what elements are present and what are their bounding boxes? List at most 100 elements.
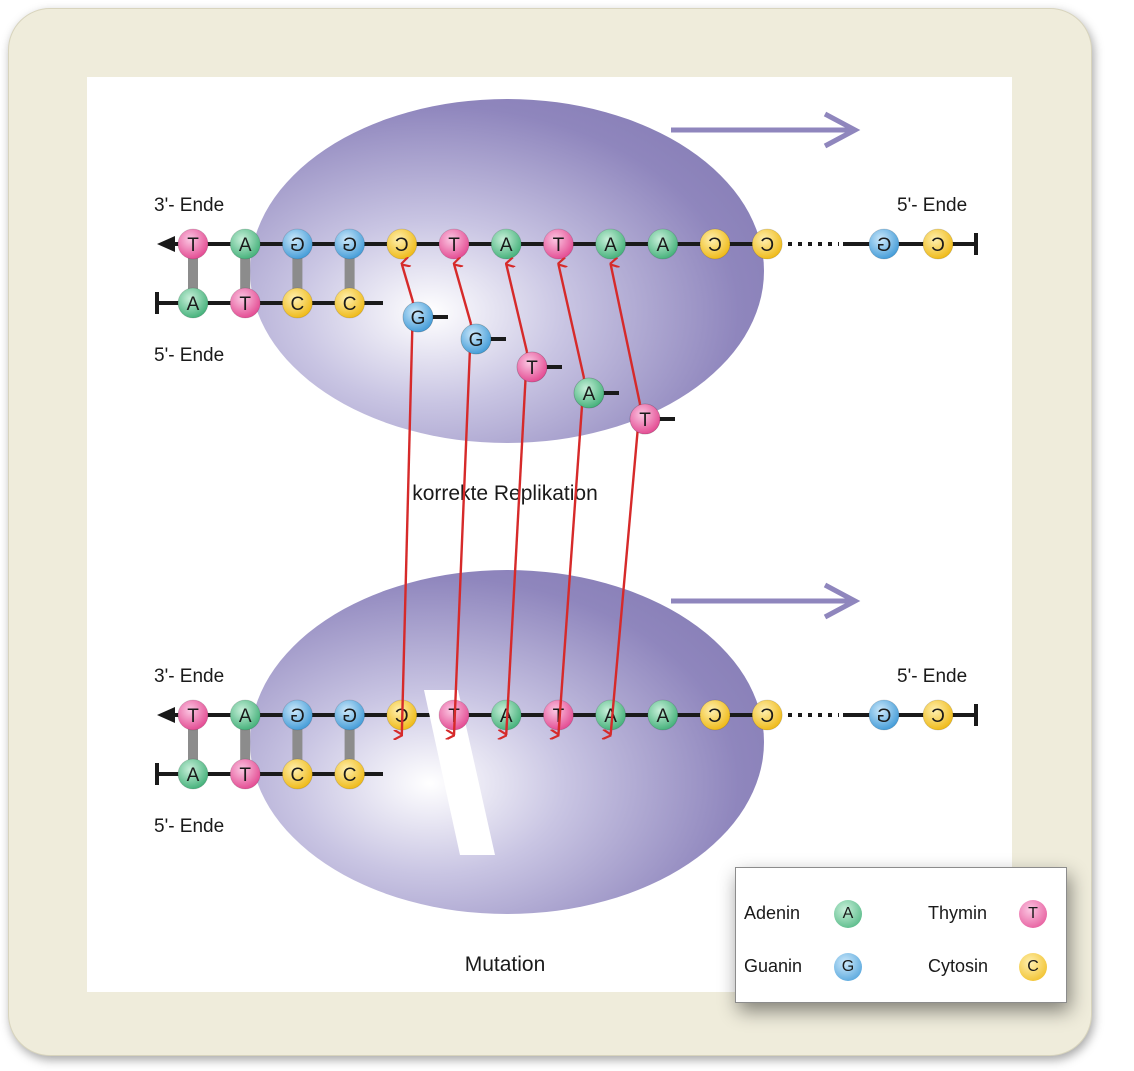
template-thymin-nucleotide: T [177,228,209,260]
direction-arrow-head [823,582,861,620]
panel-caption: Mutation [465,953,546,976]
template-guanin-nucleotide-letter: G [342,235,357,256]
legend-label-cytosin: Cytosin [928,956,989,976]
direction-arrow-head [823,111,861,149]
strand-arrow-tip [157,707,175,723]
base-pair-bond [344,258,355,289]
template-cytosin-nucleotide: C [699,228,731,260]
adenin-icon: A [834,900,862,928]
base-pair-bond [240,258,251,289]
base-pair-bond [344,729,355,760]
paired-cytosin-nucleotide-letter: C [291,294,305,315]
paired-adenin-nucleotide-letter: A [187,765,200,786]
incoming-guanin-nucleotide: G [460,323,492,355]
template-cytosin-nucleotide-letter: C [708,706,722,727]
incoming-adenin-nucleotide: A [573,377,605,409]
paired-cytosin-nucleotide-letter: C [343,765,357,786]
base-pair-bond [240,729,251,760]
paired-cytosin-nucleotide-letter: C [343,294,357,315]
paired-thymin-nucleotide: T [229,758,261,790]
pairing-arrow [402,264,415,303]
guanin-icon: G [834,953,862,981]
template-adenin-nucleotide: A [595,228,626,260]
label-5prime-end-right: 5'- Ende [897,195,967,216]
template-adenin-nucleotide: A [647,228,679,260]
strand-arrow-tip [157,236,175,252]
template-guanin-nucleotide: G [868,228,900,260]
template-adenin-nucleotide: A [647,699,679,731]
paired-cytosin-nucleotide: C [281,287,313,319]
template-cytosin-nucleotide-letter: C [760,235,774,256]
label-5prime-end-right: 5'- Ende [897,666,967,687]
template-adenin-nucleotide-letter: A [656,235,669,256]
thymin-icon: T [1019,900,1047,928]
pairing-arrow [558,377,586,735]
template-adenin-nucleotide-letter: A [500,235,513,256]
template-cytosin-nucleotide-letter: C [931,706,945,727]
paired-cytosin-nucleotide: C [334,758,366,790]
incoming-guanin-nucleotide-letter: G [469,330,484,351]
template-thymin-nucleotide-letter: T [187,706,199,727]
base-pair-bond [188,258,198,289]
template-cytosin-nucleotide: C [699,699,731,731]
base-pair-bond [188,729,198,760]
template-cytosin-nucleotide-letter: C [931,235,945,256]
paired-cytosin-nucleotide: C [281,758,313,790]
pairing-arrow [506,264,529,353]
label-5prime-end-bottom: 5'- Ende [154,345,224,366]
paired-cytosin-nucleotide: C [334,287,366,319]
template-adenin-nucleotide: A [229,228,261,260]
template-cytosin-nucleotide: C [751,699,783,731]
pairing-arrow [506,351,529,735]
template-cytosin-nucleotide: C [922,228,954,260]
mismatch-highlight [424,690,495,855]
cytosin-icon: C [1019,953,1047,981]
template-guanin-nucleotide: G [868,699,900,731]
pairing-arrow [611,264,642,405]
template-adenin-nucleotide-letter: A [239,706,252,727]
incoming-guanin-nucleotide-letter: G [411,308,426,329]
paired-adenin-nucleotide: A [177,287,209,319]
template-cytosin-nucleotide: C [386,228,418,260]
legend: Adenin A Thymin T Guanin G Cytosin C [735,867,1067,1003]
template-cytosin-nucleotide-letter: C [760,706,774,727]
template-adenin-nucleotide-letter: A [239,235,252,256]
incoming-thymin-nucleotide-letter: T [639,410,651,431]
base-pair-bond [292,729,303,760]
label-3prime-end: 3'- Ende [154,666,224,687]
template-adenin-nucleotide: A [490,228,522,260]
incoming-thymin-nucleotide: T [629,403,661,435]
template-thymin-nucleotide: T [177,699,209,731]
incoming-thymin-nucleotide-letter: T [526,358,538,379]
legend-label-adenin: Adenin [744,903,801,923]
paired-thymin-nucleotide-letter: T [239,765,251,786]
paired-adenin-nucleotide: A [177,758,209,790]
pairing-arrow [558,264,586,379]
template-guanin-nucleotide-letter: G [290,235,305,256]
template-guanin-nucleotide: G [281,228,313,260]
template-thymin-nucleotide-letter: T [448,235,460,256]
template-adenin-nucleotide-letter: A [604,235,617,256]
paired-thymin-nucleotide: T [229,287,261,319]
paired-adenin-nucleotide-letter: A [187,294,200,315]
template-thymin-nucleotide: T [438,228,470,260]
label-5prime-end-bottom: 5'- Ende [154,816,224,837]
template-thymin-nucleotide: T [542,228,574,260]
template-cytosin-nucleotide-letter: C [395,235,409,256]
template-adenin-nucleotide-letter: A [656,706,669,727]
paired-cytosin-nucleotide-letter: C [291,765,305,786]
template-thymin-nucleotide-letter: T [187,235,199,256]
pairing-arrow [402,301,415,735]
template-guanin-nucleotide-letter: G [877,235,892,256]
template-guanin-nucleotide: G [334,228,366,260]
template-guanin-nucleotide-letter: G [877,706,892,727]
template-guanin-nucleotide-letter: G [342,706,357,727]
paired-thymin-nucleotide-letter: T [239,294,251,315]
template-cytosin-nucleotide: C [751,228,783,260]
pairing-arrow [611,403,642,735]
template-guanin-nucleotide: G [281,699,313,731]
